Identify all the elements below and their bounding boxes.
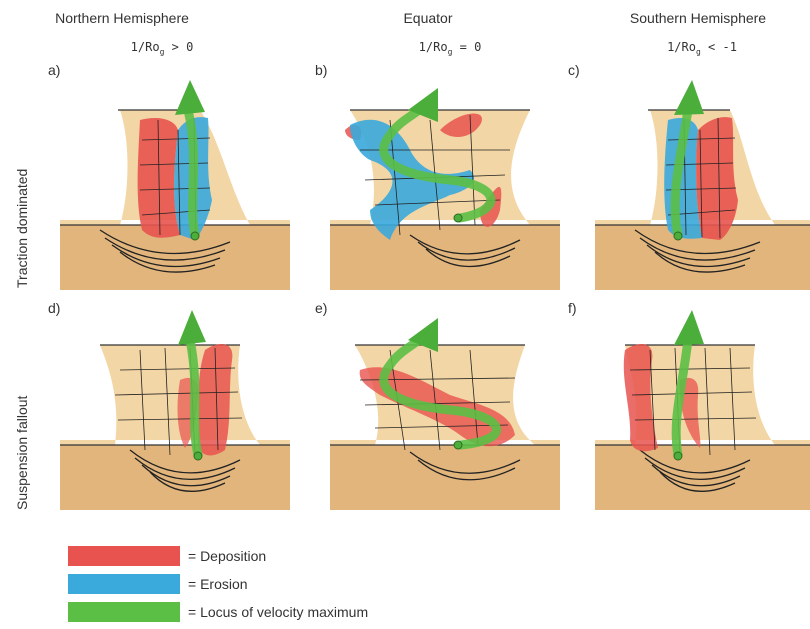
param-suffix: > 0 [164,40,193,54]
panel-label-b: b) [315,62,327,78]
param-prefix: 1/Ro [419,40,448,54]
arrow-head [175,80,205,115]
panel-label-f: f) [568,300,577,316]
param-suffix: < -1 [701,40,737,54]
arrow-head [674,310,704,345]
velocity-arrow [190,340,198,455]
column-title-southern: Southern Hemisphere [598,10,798,26]
param-equator: 1/Rog = 0 [370,40,530,56]
panel-label-a: a) [48,62,60,78]
arrow-head [674,80,704,115]
column-title-northern: Northern Hemisphere [22,10,222,26]
velocity-origin [674,232,682,240]
legend-swatch-erosion [68,574,180,594]
legend: = Deposition = Erosion = Locus of veloci… [68,546,468,626]
velocity-origin [454,441,462,449]
legend-label-erosion: = Erosion [188,576,248,592]
panel-d-diagram [60,300,290,520]
panel-f-diagram [580,300,810,520]
velocity-origin [191,232,199,240]
legend-label-velocity: = Locus of velocity maximum [188,604,368,620]
param-southern: 1/Rog < -1 [622,40,782,56]
panel-label-c: c) [568,62,580,78]
column-title-equator: Equator [328,10,528,26]
panel-e-diagram [330,300,560,520]
panel-b-diagram [330,70,560,295]
deposition-area [696,117,738,240]
param-prefix: 1/Ro [131,40,160,54]
param-prefix: 1/Ro [667,40,696,54]
row-label-suspension: Suspension fallout [14,396,30,510]
velocity-origin [674,452,682,460]
panel-label-e: e) [315,300,327,316]
legend-label-deposition: = Deposition [188,548,266,564]
velocity-arrow [188,110,195,235]
panel-label-d: d) [48,300,60,316]
velocity-origin [454,214,462,222]
legend-swatch-velocity [68,602,180,622]
panel-c-diagram [580,70,810,295]
panel-a-diagram [60,70,290,295]
terrain-block [60,345,290,510]
arrow-head [178,310,206,345]
param-northern: 1/Rog > 0 [82,40,242,56]
legend-swatch-deposition [68,546,180,566]
velocity-origin [194,452,202,460]
param-suffix: = 0 [452,40,481,54]
row-label-traction: Traction dominated [14,169,30,288]
